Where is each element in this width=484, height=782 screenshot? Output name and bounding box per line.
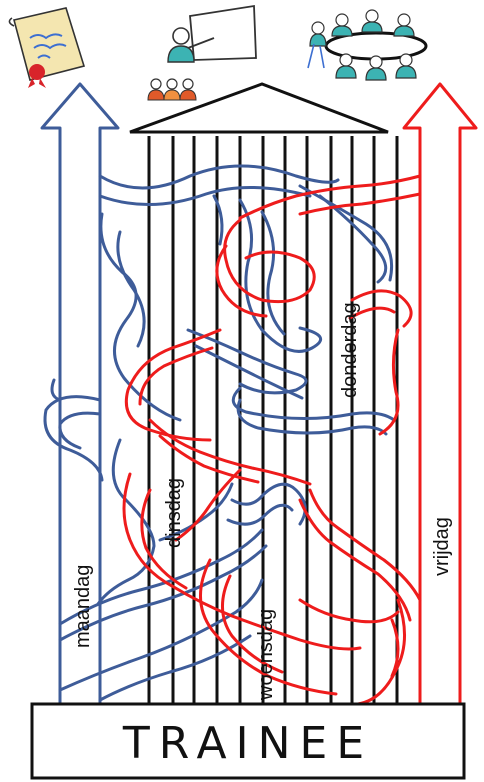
- day-label-donderdag: donderdag: [339, 302, 361, 398]
- right-red-arrow: [402, 82, 478, 704]
- roof: [129, 82, 389, 134]
- columns: [147, 136, 399, 704]
- day-label-maandag: maandag: [72, 565, 94, 648]
- audience-icon: [147, 78, 197, 101]
- left-blue-arrow: [40, 82, 120, 704]
- meeting-table-icon: [307, 9, 428, 81]
- diploma-icon: [8, 7, 86, 88]
- blue-paths: [43, 164, 396, 702]
- day-label-vrijdag: vrijdag: [431, 517, 453, 576]
- red-paths: [122, 174, 422, 706]
- day-label-woensdag: woensdag: [255, 609, 277, 701]
- presenter-icon: [167, 4, 257, 63]
- trainee-base: [30, 702, 466, 780]
- day-label-dinsdag: dinsdag: [163, 478, 185, 548]
- trainee-label: TRAINEE: [122, 718, 373, 769]
